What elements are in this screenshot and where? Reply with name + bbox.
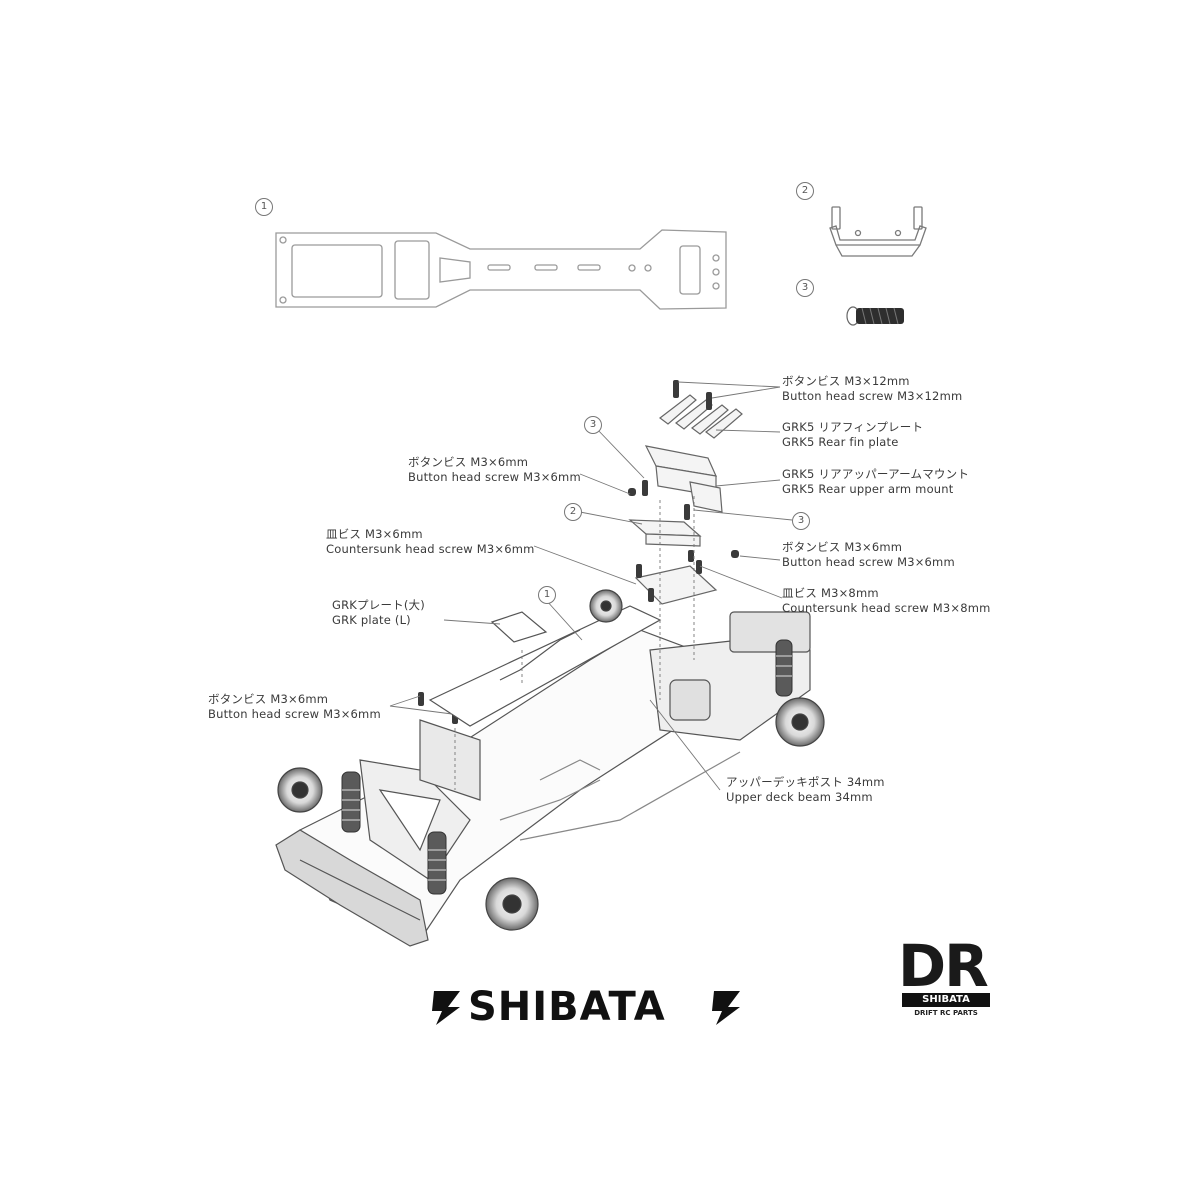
label-button-screw-12mm: ボタンビス M3×12mm Button head screw M3×12mm	[782, 374, 962, 404]
callout-number-2: 2	[564, 503, 582, 521]
dr-logo-brand: SHIBATA	[902, 993, 990, 1007]
dr-logo-mark: DR	[898, 932, 989, 1000]
label-countersunk-screw-8mm: 皿ビス M3×8mm Countersunk head screw M3×8mm	[782, 586, 991, 616]
callout-number-3-right: 3	[792, 512, 810, 530]
label-en: GRK5 Rear fin plate	[782, 435, 899, 449]
label-ja: ボタンビス M3×12mm	[782, 374, 910, 388]
dr-logo: DR SHIBATA DRIFT RC PARTS	[896, 935, 996, 1025]
brand-name: SHIBATA	[468, 984, 666, 1030]
label-en: Button head screw M3×6mm	[208, 707, 381, 721]
label-en: GRK5 Rear upper arm mount	[782, 482, 954, 496]
shock-absorbers	[341, 639, 793, 895]
label-button-screw-6mm-left: ボタンビス M3×6mm Button head screw M3×6mm	[408, 455, 581, 485]
label-ja: GRKプレート(大)	[332, 598, 425, 612]
callout-number-1: 1	[538, 586, 556, 604]
label-en: Button head screw M3×6mm	[782, 555, 955, 569]
label-en: GRK plate (L)	[332, 613, 411, 627]
label-ja: 皿ビス M3×8mm	[782, 586, 879, 600]
label-en: Upper deck beam 34mm	[726, 790, 873, 804]
lightning-bolt-icon	[712, 991, 740, 1025]
chassis-drawing	[275, 605, 811, 947]
part-number-badge-1: 1	[255, 198, 273, 216]
label-en: Button head screw M3×12mm	[782, 389, 963, 403]
label-rear-fin-plate: GRK5 リアフィンプレート GRK5 Rear fin plate	[782, 420, 923, 450]
label-en: Countersunk head screw M3×6mm	[326, 542, 535, 556]
exploded-parts	[628, 394, 743, 605]
label-ja: アッパーデッキポスト 34mm	[726, 775, 885, 789]
label-ja: ボタンビス M3×6mm	[782, 540, 903, 554]
wheel-hubs	[277, 589, 825, 931]
upper-deck-plate-drawing	[275, 229, 727, 310]
label-ja: GRK5 リアアッパーアームマウント	[782, 467, 970, 481]
label-grk-plate-large: GRKプレート(大) GRK plate (L)	[332, 598, 425, 628]
label-button-screw-6mm-right: ボタンビス M3×6mm Button head screw M3×6mm	[782, 540, 955, 570]
screw-drawing	[846, 306, 904, 326]
leader-lines	[389, 381, 793, 791]
label-rear-upper-arm-mount: GRK5 リアアッパーアームマウント GRK5 Rear upper arm m…	[782, 467, 969, 497]
label-ja: 皿ビス M3×6mm	[326, 527, 423, 541]
label-ja: ボタンビス M3×6mm	[408, 455, 529, 469]
dr-logo-tagline: DRIFT RC PARTS	[914, 1009, 978, 1017]
part-number-badge-2: 2	[796, 182, 814, 200]
label-button-screw-6mm-bottom: ボタンビス M3×6mm Button head screw M3×6mm	[208, 692, 381, 722]
label-upper-deck-post: アッパーデッキポスト 34mm Upper deck beam 34mm	[726, 775, 885, 805]
label-ja: ボタンビス M3×6mm	[208, 692, 329, 706]
part-number-badge-3: 3	[796, 279, 814, 297]
label-en: Button head screw M3×6mm	[408, 470, 581, 484]
label-ja: GRK5 リアフィンプレート	[782, 420, 924, 434]
callout-number-3-top: 3	[584, 416, 602, 434]
lightning-bolt-icon	[432, 991, 460, 1025]
shibata-logo: SHIBATA	[430, 985, 746, 1029]
label-en: Countersunk head screw M3×8mm	[782, 601, 991, 615]
label-countersunk-screw-6mm: 皿ビス M3×6mm Countersunk head screw M3×6mm	[326, 527, 535, 557]
mount-bracket-drawing	[829, 206, 927, 257]
exploded-screws	[418, 380, 739, 724]
